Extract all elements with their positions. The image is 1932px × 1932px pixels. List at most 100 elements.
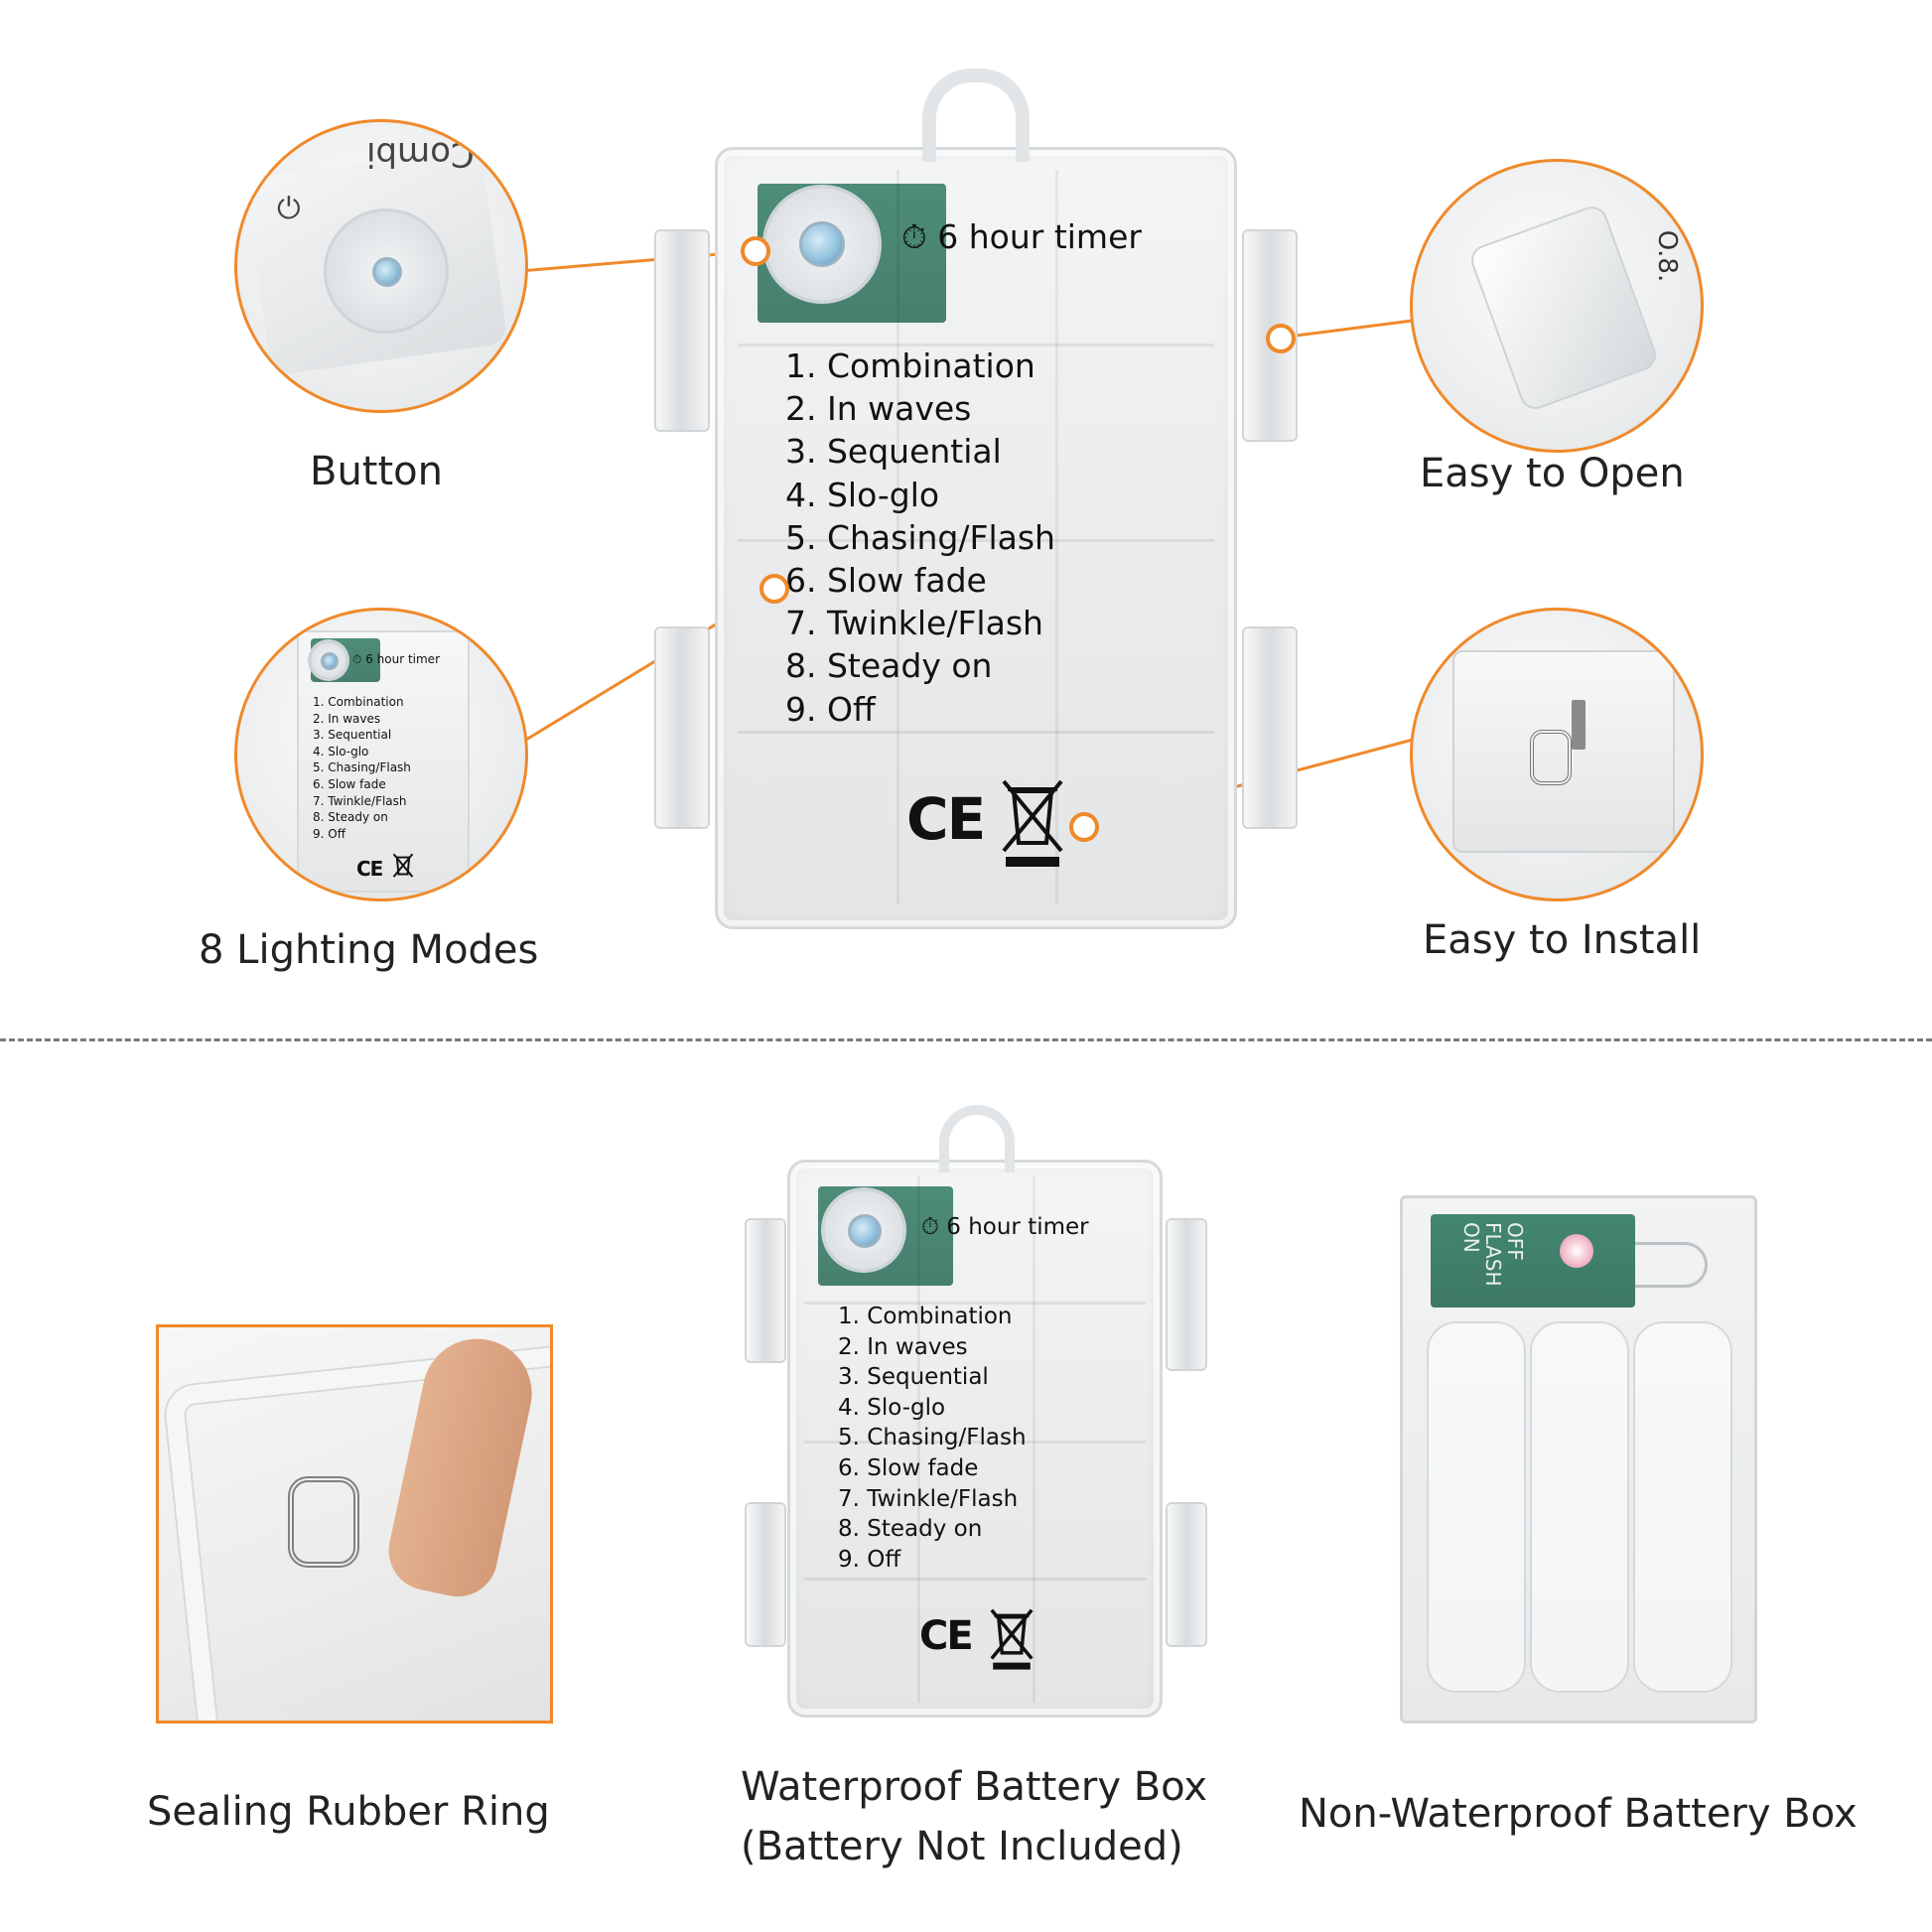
mini-mode-item: 6. Slow fade	[313, 776, 386, 791]
mode-item: 6. Slow fade	[785, 561, 987, 601]
ce-mark: CE	[919, 1613, 974, 1659]
button-dot	[741, 236, 770, 266]
sealing-ring-label: Sealing Rubber Ring	[147, 1789, 550, 1835]
lighting-modes-label: 8 Lighting Modes	[199, 927, 539, 973]
timer-text: 6 hour timer	[946, 1214, 1089, 1240]
hinge-right-bottom	[1242, 626, 1298, 829]
mini-box: ⏱ 6 hour timer 1. Combination 2. In wave…	[297, 630, 470, 893]
divider	[738, 731, 1214, 734]
modes-dot	[759, 574, 789, 604]
mode-item: 1. Combination	[785, 346, 1035, 385]
timer-icon: ⏱	[901, 217, 927, 256]
hinge-right-bottom	[1166, 1502, 1207, 1647]
zoom-easy-open: O.8.	[1410, 159, 1704, 453]
waterproof-label: Waterproof Battery Box (Battery Not Incl…	[741, 1757, 1207, 1876]
button-cap-icon	[799, 221, 845, 267]
divider	[1055, 170, 1058, 904]
ce-mark: CE	[906, 785, 986, 853]
mode-item: 7. Twinkle/Flash	[785, 604, 1043, 643]
hinge-left-top	[654, 229, 710, 432]
hinge-left-bottom	[745, 1502, 786, 1647]
timer-text: 6 hour timer	[937, 217, 1142, 256]
wire	[1635, 1242, 1708, 1288]
power-button[interactable]	[824, 1190, 903, 1270]
divider	[917, 1176, 920, 1703]
switch-label-flash: FLASH	[1481, 1222, 1505, 1287]
sealing-ring-photo	[156, 1324, 553, 1724]
zoom-button: ⏻ 4 Combi	[234, 119, 528, 413]
zoom-button-center-icon	[372, 257, 402, 287]
mini-mode-item: 4. Slo-glo	[313, 744, 369, 759]
mini-timer-icon: ⏱	[352, 652, 362, 666]
mini-modes-list: 1. Combination 2. In waves 3. Sequential…	[313, 694, 411, 842]
mode-item: 1. Combination	[838, 1304, 1013, 1329]
timer-icon: ⏱	[921, 1214, 939, 1240]
mode-item: 3. Sequential	[838, 1364, 989, 1391]
waterproof-label-line1: Waterproof Battery Box	[741, 1764, 1208, 1810]
hinge-left-bottom	[654, 626, 710, 829]
zoom-button-cap	[327, 211, 446, 331]
button-cap-icon	[848, 1214, 882, 1248]
easy-open-label: Easy to Open	[1420, 451, 1685, 496]
mode-item: 6. Slow fade	[838, 1454, 979, 1481]
divider	[738, 344, 1214, 346]
spring-icon	[1530, 730, 1572, 785]
mini-button-center-icon	[321, 652, 339, 670]
mode-item: 8. Steady on	[838, 1516, 983, 1543]
zoom-easy-install	[1410, 608, 1704, 901]
mini-button-icon	[311, 642, 346, 678]
mini-mode-item: 9. Off	[313, 826, 345, 841]
mode-item: 4. Slo-glo	[785, 475, 940, 514]
hanging-loop	[922, 69, 1030, 162]
battery-slot	[1633, 1321, 1732, 1693]
mini-timer-text: 6 hour timer	[365, 652, 440, 666]
mode-item: 2. In waves	[838, 1333, 968, 1360]
mini-timer: ⏱ 6 hour timer	[352, 652, 440, 667]
spring-icon	[288, 1476, 359, 1568]
mode-item: 7. Twinkle/Flash	[838, 1485, 1019, 1512]
mini-mode-item: 7. Twinkle/Flash	[313, 793, 407, 808]
non-waterproof-label: Non-Waterproof Battery Box	[1299, 1791, 1858, 1837]
mini-mode-item: 3. Sequential	[313, 728, 392, 743]
switch-labels: OFF FLASH ON	[1459, 1222, 1527, 1287]
divider	[804, 1441, 1146, 1444]
mini-ce-mark: CE	[356, 857, 383, 881]
switch-label-on: ON	[1459, 1222, 1483, 1253]
mini-mode-item: 1. Combination	[313, 695, 404, 709]
terminal-icon	[1572, 700, 1586, 750]
timer-label: ⏱ 6 hour timer	[901, 217, 1142, 257]
zoom-latch	[1466, 202, 1661, 414]
zoom-open-text: O.8.	[1652, 229, 1683, 283]
mode-item: 9. Off	[838, 1546, 901, 1573]
section-separator	[0, 1038, 1932, 1041]
hanging-loop	[939, 1105, 1015, 1173]
waterproof-label-line2: (Battery Not Included)	[741, 1824, 1183, 1869]
waterproof-battery-box-small: ⏱ 6 hour timer 1. Combination 2. In wave…	[745, 1105, 1207, 1718]
mode-item: 5. Chasing/Flash	[785, 517, 1055, 557]
zoom-lighting-modes: ⏱ 6 hour timer 1. Combination 2. In wave…	[234, 608, 528, 901]
mode-item: 8. Steady on	[785, 646, 993, 686]
waterproof-battery-box-main: ⏱ 6 hour timer 1. Combination 2. In wave…	[654, 69, 1298, 929]
divider	[738, 539, 1214, 542]
zoom-button-text: 4 Combi	[366, 134, 507, 174]
hinge-right-top	[1166, 1218, 1207, 1371]
install-dot	[1069, 812, 1099, 842]
modes-list: 1. Combination 2. In waves 3. Sequential…	[785, 345, 1055, 731]
mode-item: 4. Slo-glo	[838, 1394, 946, 1421]
divider	[804, 1578, 1146, 1581]
mode-item: 9. Off	[785, 689, 876, 729]
weee-bin-icon	[1002, 779, 1063, 867]
power-button[interactable]	[765, 188, 879, 301]
switch-label-off: OFF	[1503, 1222, 1527, 1261]
easy-install-label: Easy to Install	[1423, 917, 1702, 963]
open-callout-line	[1280, 318, 1421, 340]
divider	[897, 170, 899, 904]
zoom-compartment	[1452, 650, 1675, 853]
non-waterproof-battery-box: OFF FLASH ON	[1400, 1195, 1757, 1724]
timer-label: ⏱ 6 hour timer	[921, 1214, 1089, 1240]
led-icon	[1560, 1234, 1593, 1268]
battery-slot	[1427, 1321, 1526, 1693]
divider	[1033, 1176, 1035, 1703]
hinge-left-top	[745, 1218, 786, 1363]
open-dot	[1266, 324, 1296, 353]
